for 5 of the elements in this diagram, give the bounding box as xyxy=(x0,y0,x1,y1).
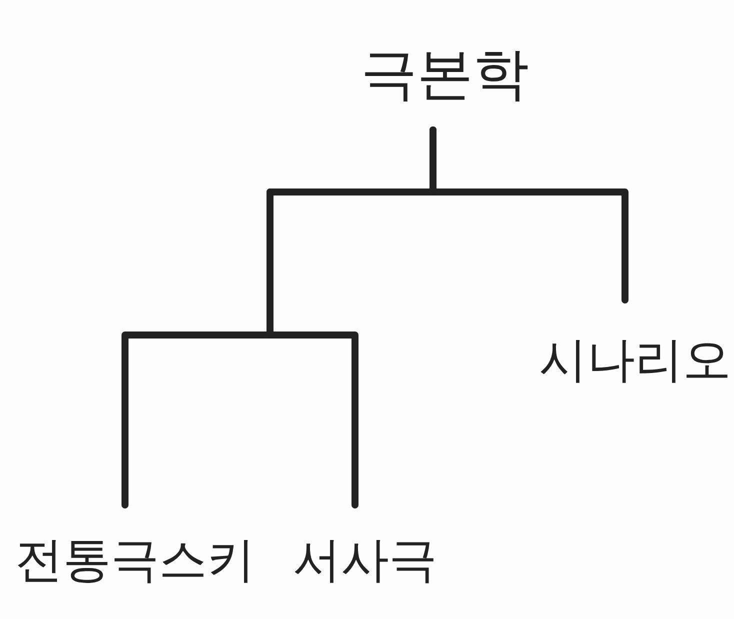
tree-line xyxy=(266,126,436,508)
node-label: 서사극 xyxy=(293,531,437,590)
node-label: 시나리오 xyxy=(539,331,731,390)
node-label: 전통극스키 xyxy=(15,531,255,590)
node-label: 극본학 xyxy=(361,41,529,109)
